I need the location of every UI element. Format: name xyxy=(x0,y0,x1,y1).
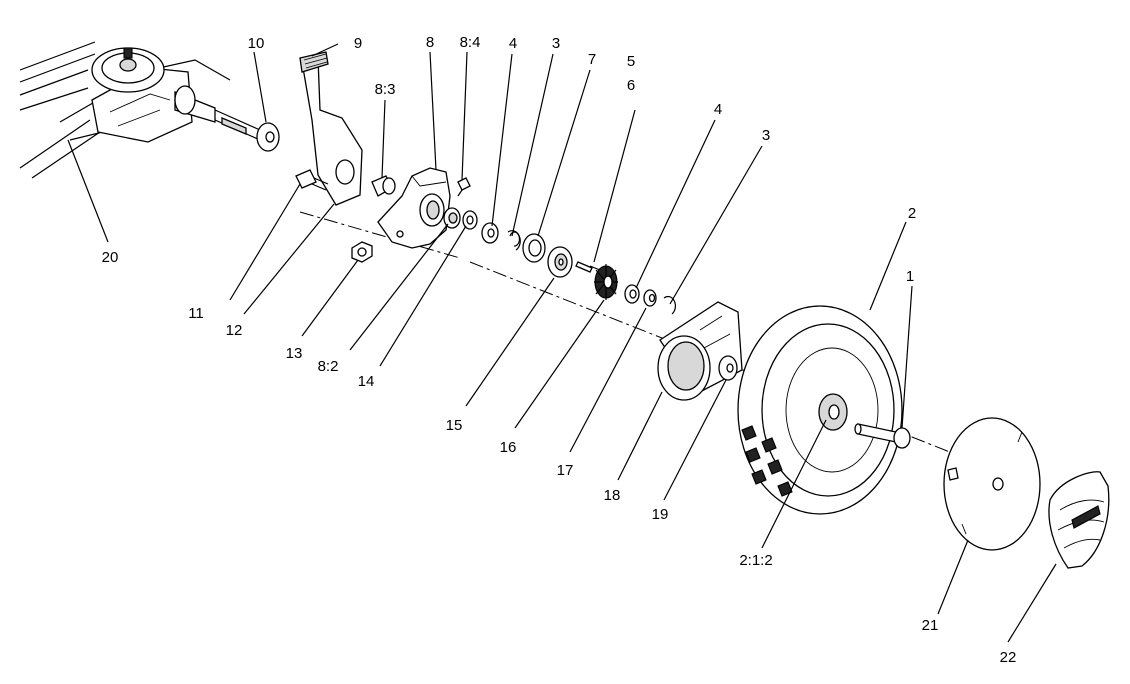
part-key-pin-5-6 xyxy=(575,261,601,273)
leader-lines xyxy=(67,43,1057,643)
part-retaining-ring-3b xyxy=(663,295,676,315)
callout-14: 14 xyxy=(358,373,375,390)
callout-9: 9 xyxy=(354,35,362,52)
callout-20: 20 xyxy=(102,249,119,266)
part-wheel-bracket-8 xyxy=(377,167,451,249)
callout-18: 18 xyxy=(604,487,621,504)
callout-16: 16 xyxy=(500,439,517,456)
part-height-adjuster-lever xyxy=(299,51,363,206)
callout-8: 8 xyxy=(426,34,434,51)
part-wheel-tire-2 xyxy=(737,305,903,515)
callout-3a: 3 xyxy=(552,35,560,52)
callout-6: 6 xyxy=(627,77,635,94)
part-washer-10 xyxy=(256,122,280,152)
part-hub-cap-19 xyxy=(718,355,738,381)
part-bearing-15 xyxy=(547,246,573,278)
part-retaining-ring-3 xyxy=(507,230,521,251)
part-bearing-8-2 xyxy=(443,207,461,229)
callout-8-3: 8:3 xyxy=(375,81,396,98)
part-nut-13 xyxy=(351,241,373,263)
callout-10: 10 xyxy=(248,35,265,52)
part-washer-14 xyxy=(462,210,478,230)
callout-17: 17 xyxy=(557,462,574,479)
part-drive-gear-16 xyxy=(594,264,618,300)
part-wheel-shield-21 xyxy=(943,417,1041,551)
part-axle-bolt-1 xyxy=(854,423,911,449)
callout-12: 12 xyxy=(226,322,243,339)
callout-22: 22 xyxy=(1000,649,1017,666)
callout-11: 11 xyxy=(188,305,204,322)
callout-2-1-2: 2:1:2 xyxy=(739,552,772,569)
part-washer-4 xyxy=(481,222,499,244)
part-hub-cover-18 xyxy=(657,301,743,401)
callout-8-2: 8:2 xyxy=(318,358,339,375)
callout-5: 5 xyxy=(627,53,635,70)
callout-19: 19 xyxy=(652,506,669,523)
callout-15: 15 xyxy=(446,417,463,434)
part-hubcap-22 xyxy=(1048,471,1110,569)
callout-4b: 4 xyxy=(714,101,722,118)
callout-8-4: 8:4 xyxy=(460,34,481,51)
callout-labels: 1 2 2:1:2 3 3 4 4 5 6 7 8 8:2 8:3 8:4 9 … xyxy=(102,34,1017,666)
callout-21: 21 xyxy=(922,617,939,634)
part-screw-8-4 xyxy=(457,177,471,197)
callout-4a: 4 xyxy=(509,35,517,52)
callout-7: 7 xyxy=(588,51,596,68)
part-seal-ring-7 xyxy=(522,233,546,263)
part-spacer-17 xyxy=(643,289,657,307)
callout-13: 13 xyxy=(286,345,303,362)
part-washer-4b xyxy=(624,284,640,304)
part-bushing-8-3 xyxy=(371,175,396,197)
callout-2: 2 xyxy=(908,205,916,222)
part-transmission-housing xyxy=(19,41,261,179)
callout-1: 1 xyxy=(906,268,914,285)
callout-3b: 3 xyxy=(762,127,770,144)
